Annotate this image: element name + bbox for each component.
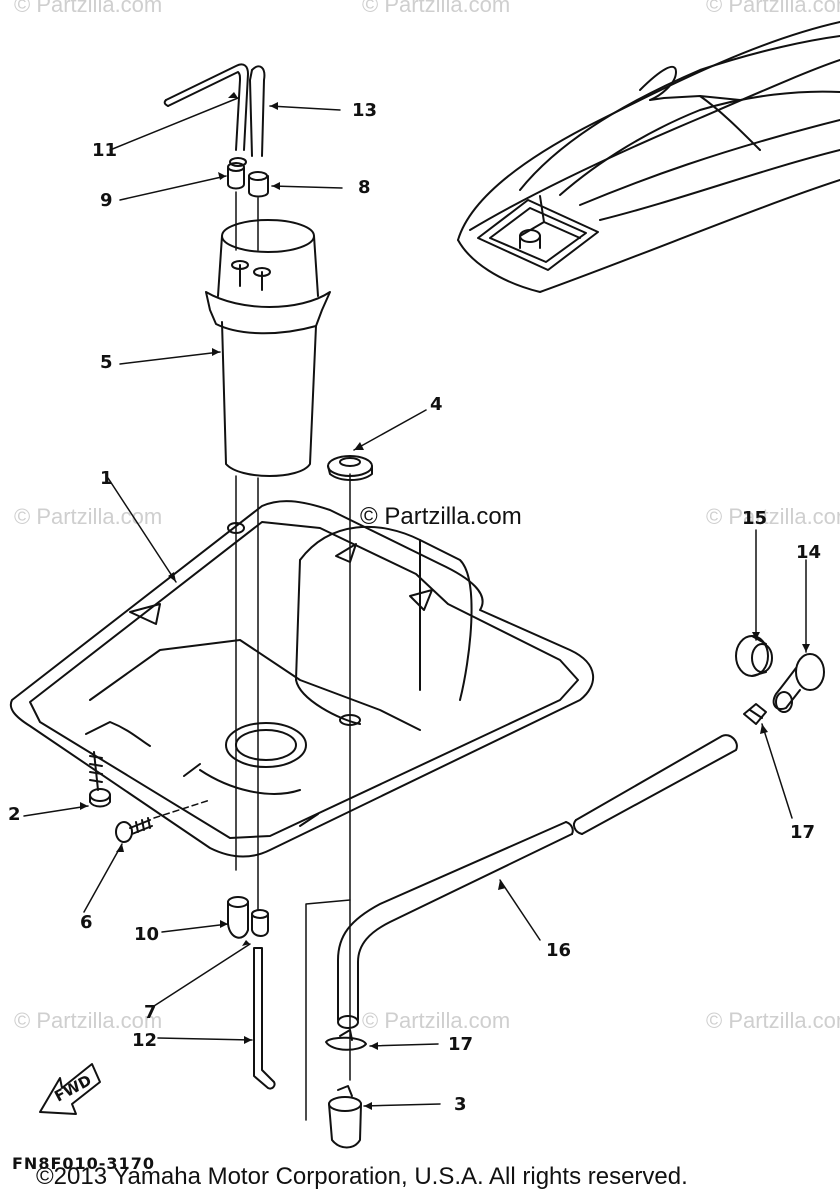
watermark: © Partzilla.com (360, 503, 522, 530)
callout-10: 10 (134, 924, 160, 945)
watermark: © Partzilla.com (14, 0, 163, 17)
diagram-code: FN8F010-3170 (12, 1154, 155, 1173)
callout-6: 6 (80, 912, 93, 933)
callout-13: 13 (352, 100, 378, 121)
bilge-cylinder (205, 219, 331, 477)
fwd-label: FWD (51, 1071, 94, 1105)
screw (89, 751, 111, 808)
hose-clamp (325, 703, 767, 1051)
callout-7: 7 (144, 1002, 157, 1023)
screw (115, 799, 211, 843)
callout-9: 9 (100, 190, 113, 211)
watermark: © Partzilla.com (14, 1008, 163, 1033)
battery-tray (9, 500, 595, 858)
callout-17: 17 (790, 822, 816, 843)
watermark: © Partzilla.com (706, 0, 840, 17)
callout-11: 11 (92, 140, 118, 161)
callout-1: 1 (100, 468, 113, 489)
watercraft-illustration (457, 21, 840, 293)
arrowheads (80, 92, 810, 1110)
long-hose (337, 734, 738, 1029)
drain-hose (253, 947, 276, 1090)
callout-12: 12 (132, 1030, 158, 1051)
cap (735, 635, 773, 677)
leader-lines (23, 97, 807, 1107)
watermark: © Partzilla.com (362, 1008, 511, 1033)
callout-3: 3 (454, 1094, 467, 1115)
fwd-arrow-icon (39, 1063, 101, 1115)
breather-hoses (163, 63, 266, 157)
watermark: © Partzilla.com (362, 0, 511, 17)
callout-4: 4 (430, 394, 443, 415)
hose-caps (227, 896, 269, 939)
watermark: © Partzilla.com (706, 504, 840, 529)
callout-5: 5 (100, 352, 113, 373)
callout-2: 2 (8, 804, 21, 825)
watermark: © Partzilla.com (14, 504, 163, 529)
callout-17: 17 (448, 1034, 474, 1055)
assembly-lines (235, 191, 351, 1121)
hose-caps (227, 157, 269, 198)
watermark: © Partzilla.com (706, 1008, 840, 1033)
callout-14: 14 (796, 542, 822, 563)
callout-16: 16 (546, 940, 572, 961)
callout-8: 8 (358, 177, 371, 198)
fitting (772, 653, 825, 713)
grommet (327, 455, 373, 481)
fitting (328, 1085, 362, 1149)
copyright-notice: ©2013 Yamaha Motor Corporation, U.S.A. A… (36, 1163, 688, 1190)
callout-15: 15 (742, 508, 768, 529)
